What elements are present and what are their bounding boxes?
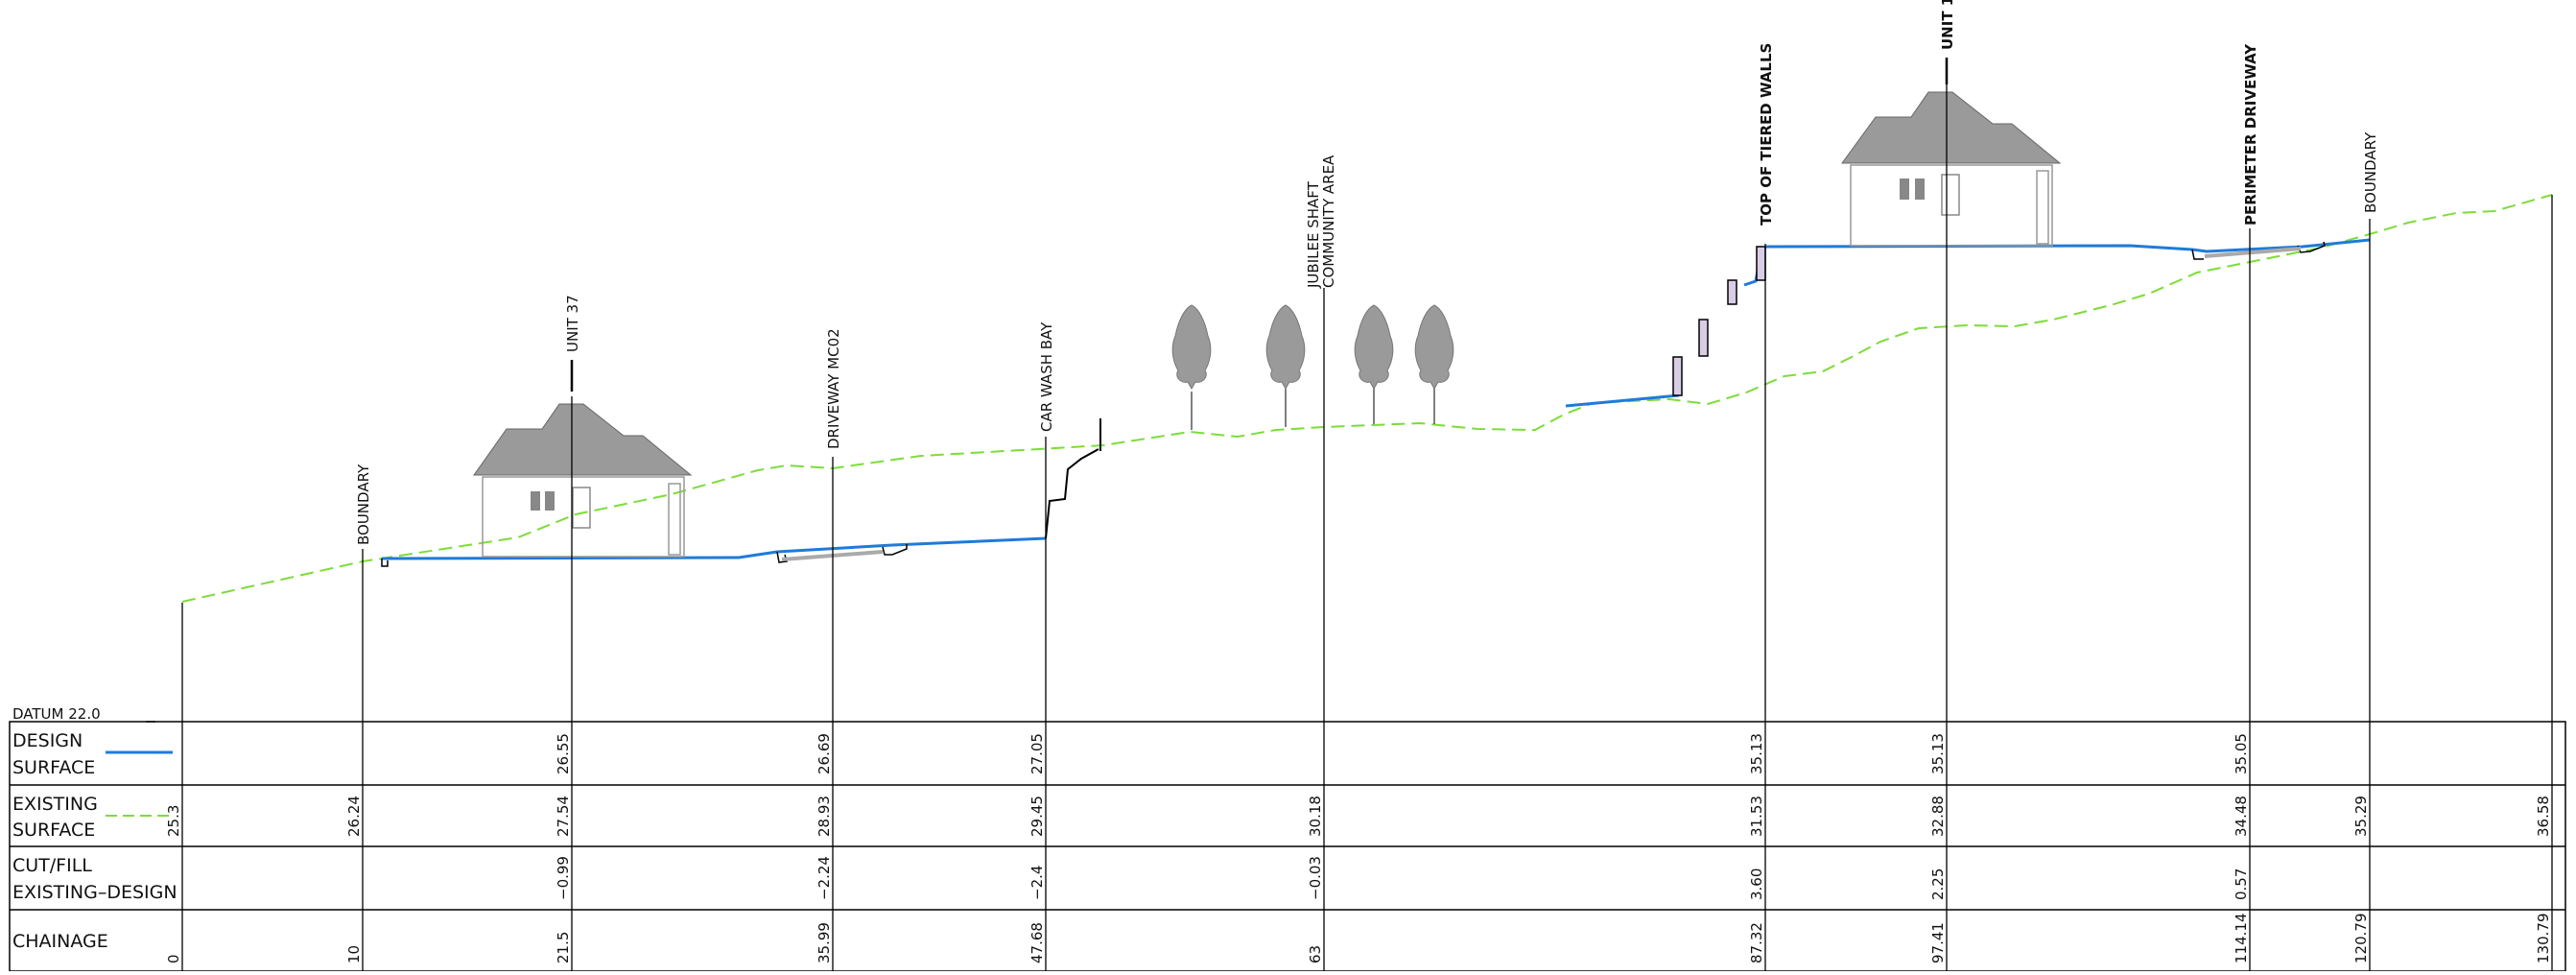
cutfill-value: 2.25	[1929, 868, 1947, 900]
driveway-pavement-b	[2204, 247, 2302, 258]
station-label: BOUNDARY	[355, 464, 372, 545]
cutfill-value: −2.24	[815, 856, 833, 900]
existing-value: 29.45	[1028, 796, 1046, 837]
cutfill-value: −0.03	[1307, 856, 1324, 900]
station-label: JUBILEE SHAFTCOMMUNITY AREA	[1305, 155, 1337, 289]
station-label: UNIT 17	[1939, 0, 1956, 50]
chainage-value: 47.68	[1028, 922, 1046, 963]
house-unit-17	[1841, 91, 2062, 247]
door	[1941, 174, 1960, 216]
datum-label: DATUM 22.0	[12, 705, 101, 723]
tree-icon	[1265, 304, 1306, 391]
tree-icon	[1354, 304, 1394, 391]
tree-icon	[1414, 304, 1454, 391]
design-row-title-2: SURFACE	[12, 757, 95, 778]
trees	[1171, 304, 1454, 430]
carwash-wall	[1045, 418, 1101, 539]
existing-value: 32.88	[1929, 796, 1947, 837]
existing-surface-line	[181, 194, 2553, 603]
chainage-value: 130.79	[2535, 914, 2552, 964]
tree-icon	[1171, 304, 1212, 391]
design-surface-line-upper	[1764, 238, 2371, 253]
existing-row-title-1: EXISTING	[12, 794, 98, 815]
design-value: 35.05	[2233, 733, 2250, 774]
station-lines	[181, 58, 2553, 971]
cutfill-value: −2.4	[1028, 866, 1046, 900]
existing-value: 31.53	[1748, 796, 1765, 837]
house-unit-37	[473, 403, 693, 558]
data-table: DATUM 22.0 DESIGN SURFACE EXISTING SURFA…	[9, 705, 2566, 972]
table-values: 25.3 0 26.24 10 26.55 27.54 −0.99 21.5 26.69 28.9…	[165, 733, 2552, 963]
station-label: UNIT 37	[564, 295, 581, 352]
design-value: 26.69	[815, 733, 833, 774]
chainage-value: 97.41	[1929, 922, 1947, 963]
retaining-walls	[1672, 246, 1766, 396]
design-value: 35.13	[1748, 733, 1765, 774]
existing-value: 28.93	[815, 796, 833, 837]
chainage-value: 0	[165, 954, 182, 963]
existing-value: 26.24	[345, 796, 363, 837]
station-label: DRIVEWAY MC02	[825, 328, 842, 449]
existing-value: 27.54	[555, 796, 572, 837]
window	[531, 491, 540, 511]
cutfill-value: −0.99	[555, 856, 572, 900]
design-value: 35.13	[1929, 733, 1947, 774]
chainage-value: 120.79	[2352, 914, 2370, 964]
chainage-value: 63	[1307, 945, 1324, 963]
existing-value: 36.58	[2535, 796, 2552, 837]
station-label: TOP OF TIERED WALLS	[1758, 43, 1775, 226]
station-label: BOUNDARY	[2362, 131, 2379, 213]
station-label: PERIMETER DRIVEWAY	[2242, 43, 2259, 226]
cutfill-value: 0.57	[2233, 868, 2250, 900]
chainage-row-title: CHAINAGE	[12, 931, 108, 952]
existing-value: 25.3	[165, 805, 182, 837]
door	[572, 487, 591, 529]
column	[668, 483, 681, 556]
cutfill-row-title-1: CUT/FILL	[12, 855, 92, 876]
tiered-wall-3	[1727, 279, 1737, 305]
design-surface-line-mid	[1565, 393, 1680, 408]
existing-value: 35.29	[2352, 796, 2370, 837]
chainage-value: 87.32	[1748, 922, 1765, 963]
design-value: 26.55	[555, 733, 572, 774]
chainage-value: 114.14	[2233, 914, 2250, 964]
tiered-wall-4	[1756, 246, 1766, 281]
wall	[482, 476, 685, 558]
design-surface-line-lower	[381, 536, 1047, 560]
existing-row-title-2: SURFACE	[12, 820, 95, 841]
chainage-value: 21.5	[555, 932, 572, 963]
existing-value: 34.48	[2233, 796, 2250, 837]
design-value: 27.05	[1028, 733, 1046, 774]
window	[1915, 178, 1925, 200]
kerbs	[381, 241, 2326, 567]
roof	[1841, 91, 2062, 164]
window	[545, 491, 555, 511]
roof	[473, 403, 693, 476]
column	[2036, 170, 2049, 245]
station-labels: BOUNDARY UNIT 37 DRIVEWAY MC02 CAR WASH BAY…	[355, 0, 2379, 545]
tiered-wall-1	[1672, 356, 1683, 396]
existing-value: 30.18	[1307, 796, 1324, 837]
cutfill-row-title-2: EXISTING–DESIGN	[12, 882, 177, 903]
chainage-value: 10	[345, 945, 363, 963]
tiered-wall-2	[1698, 319, 1709, 357]
cutfill-value: 3.60	[1748, 868, 1765, 900]
chainage-value: 35.99	[815, 922, 833, 963]
window	[1900, 178, 1909, 200]
design-row-title-1: DESIGN	[12, 730, 83, 751]
wall	[1850, 164, 2053, 247]
station-label: CAR WASH BAY	[1038, 321, 1055, 432]
